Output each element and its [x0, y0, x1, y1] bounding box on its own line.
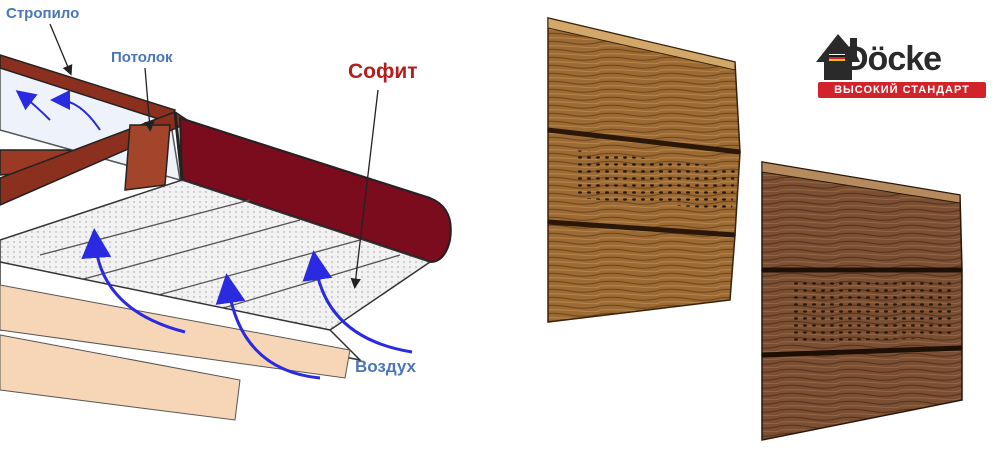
label-soffit: Софит: [348, 60, 418, 83]
leader-lines: [49, 23, 379, 289]
label-rafter: Стропило: [6, 5, 80, 22]
house-logo-icon: [816, 34, 860, 80]
logo-tagline: ВЫСОКИЙ СТАНДАРТ: [818, 82, 986, 98]
soffit-panel-dark: [761, 161, 963, 441]
soffit-panel-light: [547, 17, 741, 323]
soffit-board: [178, 116, 452, 264]
label-air: Воздух: [355, 357, 417, 376]
air-flow-arrows: [15, 90, 413, 380]
logo-brand: Döcke: [844, 40, 942, 78]
roof-structure: [0, 54, 192, 206]
label-ceiling: Потолок: [111, 49, 173, 66]
